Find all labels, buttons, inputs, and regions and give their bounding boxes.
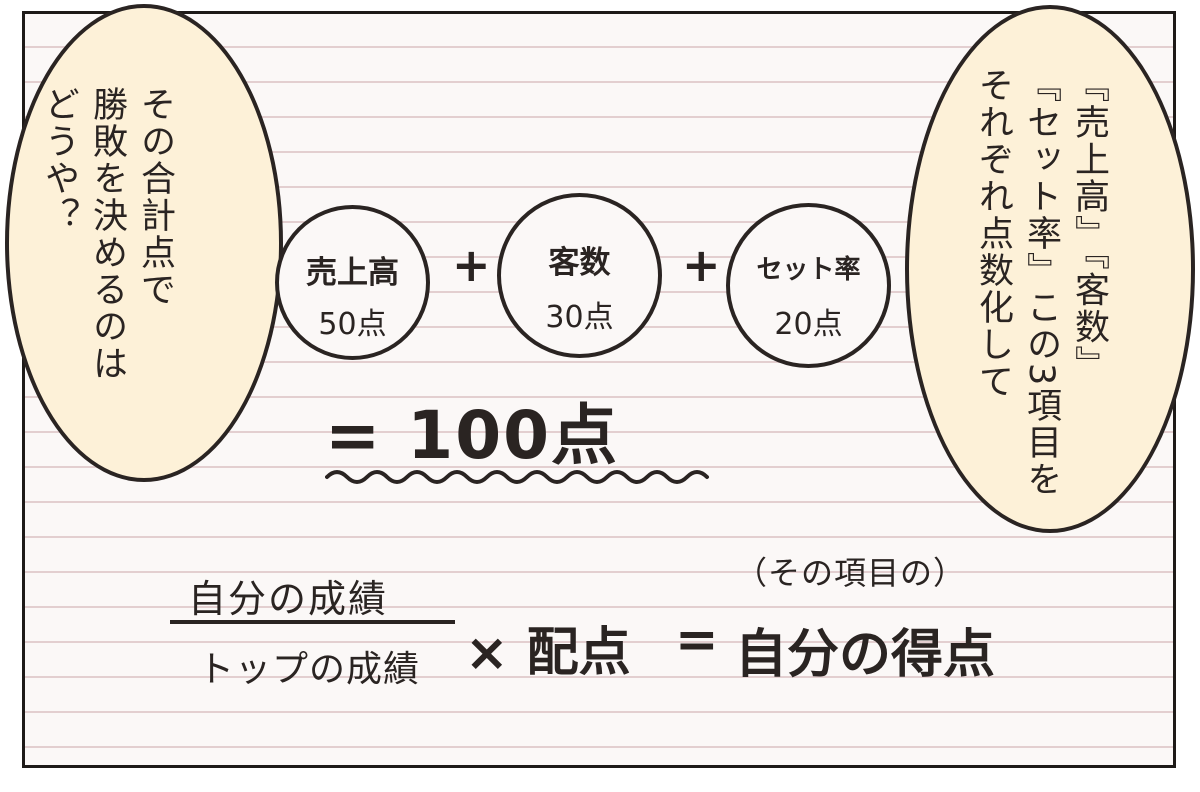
score-circle-sales: 売上高 50点: [275, 205, 430, 360]
speech-left-line-1: その合計点で: [135, 86, 175, 308]
formula-numerator: 自分の成績: [188, 577, 389, 621]
formula-equals: =: [675, 610, 719, 670]
speech-right-line-3: それぞれ点数化して: [973, 67, 1013, 400]
score-circle-customers: 客数 30点: [497, 193, 662, 358]
score-points: 50点: [318, 307, 387, 342]
wavy-underline: [325, 470, 709, 484]
speech-text-left: その合計点で 勝敗を決めるのは どうや？: [35, 86, 179, 382]
formula-result-note: （その項目の）: [735, 554, 967, 592]
speech-text-right: 『売上高』『客数』 『セット率』この3項目を それぞれ点数化して: [969, 67, 1113, 498]
speech-right-line-2: 『セット率』この3項目を: [1021, 67, 1061, 499]
speech-bubble-left: その合計点で 勝敗を決めるのは どうや？: [5, 4, 283, 482]
score-circle-set-rate: セット率 20点: [726, 203, 891, 368]
plus-sign: +: [452, 238, 491, 292]
fraction-bar: [170, 620, 455, 624]
speech-left-line-2: 勝敗を決めるのは: [87, 86, 127, 382]
formula-denominator: トップの成績: [198, 649, 421, 690]
formula-multiplier: × 配点: [465, 623, 631, 683]
total-score: = 100点: [325, 397, 620, 474]
score-name: 客数: [548, 245, 611, 281]
score-name: セット率: [756, 255, 861, 285]
plus-sign: +: [682, 238, 721, 292]
speech-left-line-3: どうや？: [39, 86, 79, 234]
speech-bubble-right: 『売上高』『客数』 『セット率』この3項目を それぞれ点数化して: [905, 5, 1195, 533]
score-points: 20点: [774, 307, 843, 342]
speech-right-line-1: 『売上高』『客数』: [1069, 67, 1109, 383]
score-name: 売上高: [306, 255, 399, 291]
score-points: 30点: [545, 300, 614, 335]
formula-result: 自分の得点: [735, 625, 996, 685]
